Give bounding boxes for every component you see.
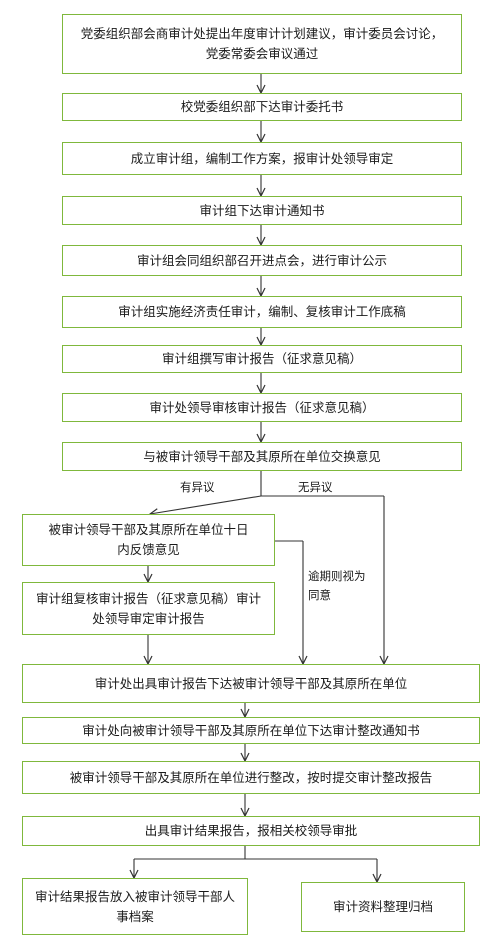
- step-review-draft-text: 审计处领导审核审计报告（征求意见稿）: [149, 399, 375, 415]
- output-archive: 审计资料整理归档: [301, 882, 465, 932]
- step-review-final-text: 审计组复核审计报告（征求意见稿）审计处领导审定审计报告: [35, 590, 261, 626]
- step-review-draft: 审计处领导审核审计报告（征求意见稿）: [62, 393, 462, 422]
- step-issue-report-text: 审计处出具审计报告下达被审计领导干部及其原所在单位: [94, 675, 408, 691]
- step-form-team-text: 成立审计组，编制工作方案，报审计处领导审定: [130, 150, 394, 166]
- step-exchange-opinions: 与被审计领导干部及其原所在单位交换意见: [62, 442, 462, 471]
- step-implement-audit: 审计组实施经济责任审计，编制、复核审计工作底稿: [62, 296, 462, 328]
- step-rectification-text: 被审计领导干部及其原所在单位进行整改，按时提交审计整改报告: [69, 769, 433, 785]
- step-rectification-notice-text: 审计处向被审计领导干部及其原所在单位下达审计整改通知书: [82, 722, 420, 738]
- output-personnel-file-text: 审计结果报告放入被审计领导干部人事档案: [34, 888, 235, 924]
- label-overdue: 逾期则视为同意: [308, 569, 366, 602]
- step-form-team: 成立审计组，编制工作方案，报审计处领导审定: [62, 142, 462, 175]
- step-commission-letter: 校党委组织部下达审计委托书: [62, 93, 462, 121]
- step-implement-audit-text: 审计组实施经济责任审计，编制、复核审计工作底稿: [118, 304, 406, 319]
- step-draft-report: 审计组撰写审计报告（征求意见稿）: [62, 345, 462, 373]
- step-annual-plan: 党委组织部会商审计处提出年度审计计划建议，审计委员会讨论，党委常委会审议通过: [62, 14, 462, 74]
- step-entry-meeting-text: 审计组会同组织部召开进点会，进行审计公示: [136, 252, 387, 268]
- step-review-final: 审计组复核审计报告（征求意见稿）审计处领导审定审计报告: [22, 582, 275, 635]
- step-notice: 审计组下达审计通知书: [62, 196, 462, 225]
- step-feedback: 被审计领导干部及其原所在单位十日内反馈意见: [22, 514, 275, 566]
- output-personnel-file: 审计结果报告放入被审计领导干部人事档案: [22, 878, 248, 935]
- step-entry-meeting: 审计组会同组织部召开进点会，进行审计公示: [62, 245, 462, 276]
- output-archive-text: 审计资料整理归档: [332, 899, 433, 914]
- step-annual-plan-text: 党委组织部会商审计处提出年度审计计划建议，审计委员会讨论，党委常委会审议通过: [80, 26, 444, 61]
- step-commission-letter-text: 校党委组织部下达审计委托书: [180, 99, 344, 114]
- step-result-report-text: 出具审计结果报告，报相关校领导审批: [144, 823, 358, 838]
- branch-left: [150, 495, 262, 514]
- step-exchange-opinions-text: 与被审计领导干部及其原所在单位交换意见: [143, 448, 381, 464]
- label-objection: 有异议: [180, 480, 215, 494]
- step-issue-report: 审计处出具审计报告下达被审计领导干部及其原所在单位: [22, 664, 480, 703]
- step-feedback-text: 被审计领导干部及其原所在单位十日内反馈意见: [48, 522, 249, 557]
- step-result-report: 出具审计结果报告，报相关校领导审批: [22, 816, 480, 846]
- label-no-objection: 无异议: [298, 480, 333, 494]
- step-rectification: 被审计领导干部及其原所在单位进行整改，按时提交审计整改报告: [22, 761, 480, 794]
- step-draft-report-text: 审计组撰写审计报告（征求意见稿）: [161, 351, 362, 366]
- step-notice-text: 审计组下达审计通知书: [199, 202, 325, 218]
- step-rectification-notice: 审计处向被审计领导干部及其原所在单位下达审计整改通知书: [22, 717, 480, 744]
